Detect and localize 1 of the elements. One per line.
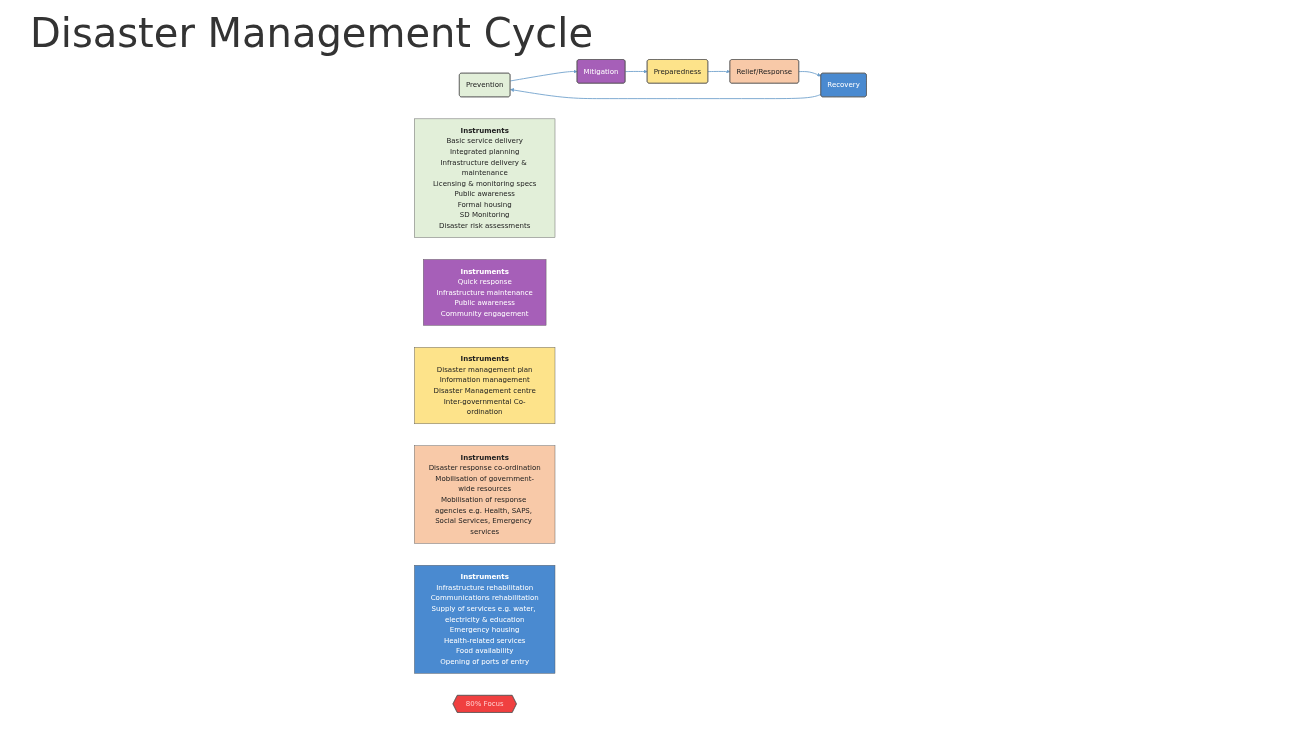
diagram-title: Disaster Management Cycle xyxy=(30,10,595,56)
